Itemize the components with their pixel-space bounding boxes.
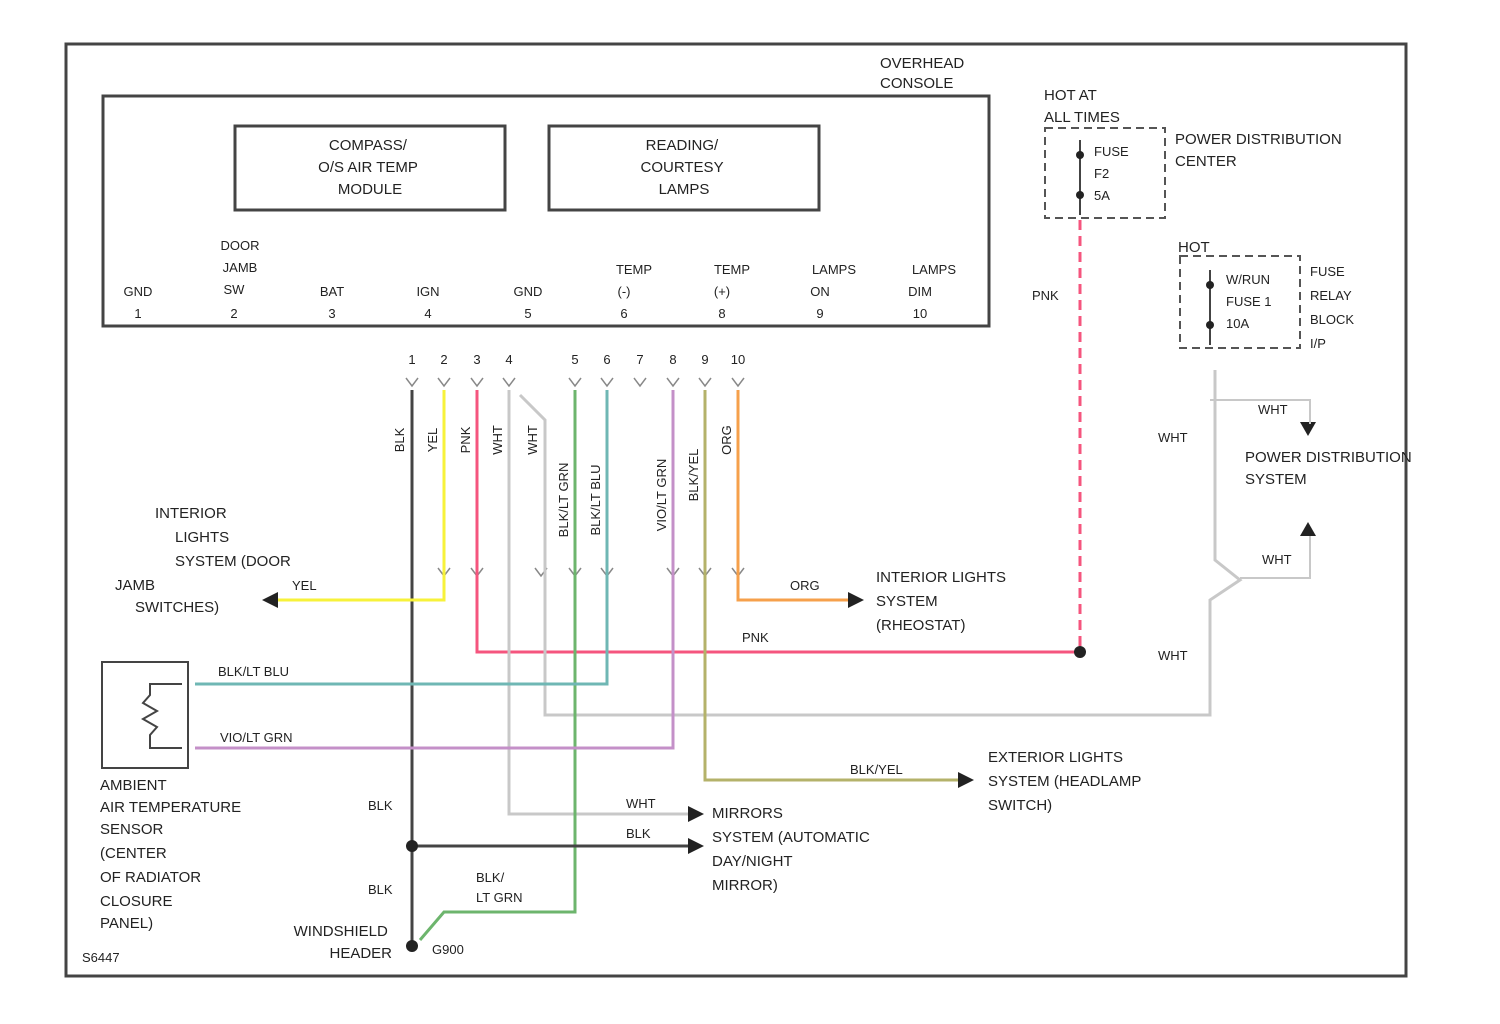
power-distribution-system-label: POWER DISTRIBUTION SYSTEM [1245,449,1416,488]
connector-numbers: 1 2 3 4 5 6 7 8 9 10 [408,352,745,367]
ground-id: G900 [432,942,464,957]
power-distribution-center-label: POWER DISTRIBUTION CENTER [1175,131,1346,170]
fuse-terminal [1076,151,1084,159]
pnk-fuse-label: PNK [1032,288,1059,303]
arrow-right [958,772,974,788]
wire-label: WHT [1258,402,1288,417]
fuse-relay-block-label: FUSE RELAY BLOCK I/P [1310,264,1358,351]
thermistor-icon [143,684,182,748]
windshield-header-label: WINDSHIELD HEADER [294,923,393,962]
connector-number: 1 [408,352,415,367]
connector-number: 8 [669,352,676,367]
connector-number: 9 [701,352,708,367]
arrow-up [1300,522,1316,536]
wire-label: BLK [368,882,393,897]
ground-dot [406,940,418,952]
wire-label: ORG [719,425,734,455]
connector-number: 6 [603,352,610,367]
fuse-1-label: W/RUN FUSE 1 10A [1226,272,1275,331]
ambient-sensor-box [102,662,188,768]
diagram-id: S6447 [82,950,120,965]
wire-label: BLK [392,427,407,452]
connector-number: 5 [571,352,578,367]
wire-org [738,390,850,600]
splice-dot [1074,646,1086,658]
arrow-right [688,838,704,854]
arrow-right [848,592,864,608]
wire-label: VIO/LT GRN [654,459,669,531]
pin-label: TEMP(+)8 [714,262,750,321]
interior-lights-rheostat-label: INTERIOR LIGHTS SYSTEM (RHEOSTAT) [876,569,1010,634]
splice-dot [406,840,418,852]
wire-label: WHT [490,425,505,455]
wire-label: BLK/YEL [686,449,701,502]
connector-number: 10 [731,352,745,367]
connector-number: 2 [440,352,447,367]
fuse-f2-label: FUSE F2 5A [1094,144,1132,203]
fuse-terminal [1076,191,1084,199]
reading-lamps-label: READING/ COURTESY LAMPS [641,137,728,198]
wire-label: BLK/LT BLU [218,664,289,679]
fuse-terminal [1206,281,1214,289]
connector-number: 3 [473,352,480,367]
wire-label: ORG [790,578,820,593]
wire-label: BLK/LT BLU [588,464,603,535]
arrow-right [688,806,704,822]
connector-number: 4 [505,352,512,367]
wire-label: WHT [1158,648,1188,663]
fuse-terminal [1206,321,1214,329]
arrow-down [1300,422,1316,436]
wire-label: BLK/ LT GRN [476,870,522,905]
ambient-sensor-label: AMBIENT AIR TEMPERATURE SENSOR (CENTER O… [100,777,245,932]
wire-label: BLK [626,826,651,841]
wire-label: PNK [458,426,473,453]
compass-module-label: COMPASS/ O/S AIR TEMP MODULE [318,137,422,198]
hot-at-all-times-label: HOT AT ALL TIMES [1044,87,1120,126]
wire-wht-power [520,370,1240,715]
exterior-lights-label: EXTERIOR LIGHTS SYSTEM (HEADLAMP SWITCH) [988,749,1145,814]
mirrors-label: MIRRORS SYSTEM (AUTOMATIC DAY/NIGHT MIRR… [712,805,874,894]
wire-label: WHT [1158,430,1188,445]
pin-label: TEMP(-)6 [616,262,652,321]
wire-label: WHT [525,425,540,455]
wire-label: BLK/LT GRN [556,463,571,538]
wire-label: PNK [742,630,769,645]
wire-label: YEL [292,578,317,593]
wire-label: WHT [626,796,656,811]
wire-label: WHT [1262,552,1292,567]
wire-label: BLK [368,798,393,813]
wire-label: VIO/LT GRN [220,730,292,745]
hot-label: HOT [1178,239,1210,256]
wire-label: YEL [425,428,440,453]
wire-label: BLK/YEL [850,762,903,777]
wire-yel [270,390,444,600]
arrowheads [262,422,1316,952]
overhead-console-title: OVERHEAD CONSOLE [880,55,968,92]
connector-number: 7 [636,352,643,367]
arrow-left [262,592,278,608]
